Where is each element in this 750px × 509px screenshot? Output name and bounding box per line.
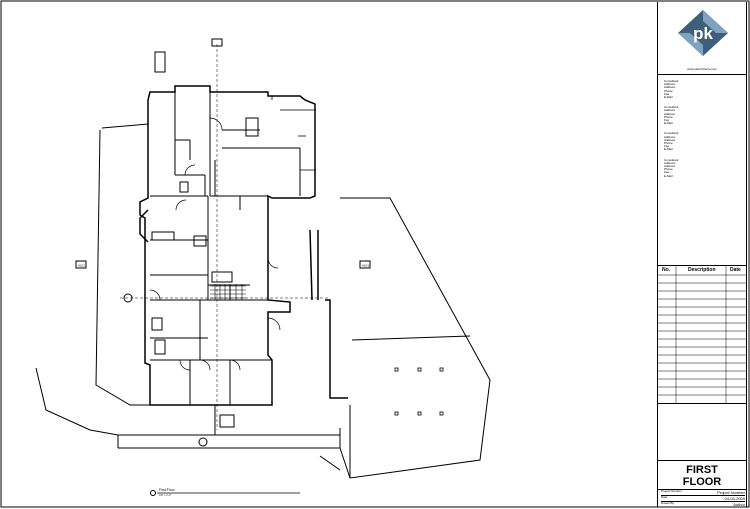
fixture <box>179 181 189 193</box>
fixture <box>193 235 207 247</box>
revision-table <box>658 265 746 403</box>
view-scale-text: 1/8" = 1'-0" <box>159 494 171 497</box>
project-number-value: Project Number <box>717 490 745 495</box>
project-number-label: Project Number <box>661 489 682 493</box>
building-outline <box>139 85 316 406</box>
date-value: 04-04-2009 <box>724 496 745 501</box>
project-info: Project Number Project Number Date 04-04… <box>661 489 745 507</box>
floor-plan <box>35 38 491 496</box>
rev-col-desc: Description <box>688 267 716 273</box>
fixture <box>154 339 166 355</box>
door-swings <box>149 117 281 371</box>
section-tag <box>359 260 371 269</box>
right-railing <box>309 229 348 399</box>
section-tag-label-right: A101 <box>362 264 369 268</box>
stair <box>210 284 246 300</box>
bay-window <box>139 209 149 243</box>
top-tag <box>211 38 223 47</box>
logo-letters: pk <box>693 24 713 43</box>
interior-walls <box>150 92 301 405</box>
section-tag-label-left: A101 <box>78 264 85 268</box>
drawn-by-value: Author <box>733 502 745 507</box>
fixture <box>245 117 259 137</box>
fixture <box>151 231 175 241</box>
divider <box>658 489 746 490</box>
front-walk <box>117 405 341 449</box>
grid-line <box>120 44 330 430</box>
elevation-marker <box>198 437 208 447</box>
elevation-marker <box>123 293 133 303</box>
rev-col-date: Date <box>730 267 741 273</box>
section-tag <box>75 260 87 269</box>
divider <box>658 74 746 75</box>
firm-logo: pk <box>678 10 728 56</box>
rev-col-no: No. <box>662 267 671 273</box>
fixture <box>211 271 233 283</box>
view-title-text: First Floor <box>159 488 176 492</box>
view-title-marker <box>150 490 156 496</box>
site-points <box>394 367 444 416</box>
entry-stoop <box>219 414 235 428</box>
date-label: Date <box>661 495 668 499</box>
divider <box>658 265 746 266</box>
site-lines <box>35 51 491 479</box>
porch <box>271 96 316 171</box>
divider <box>658 403 746 404</box>
website: www.pkarchitects.com <box>687 67 717 71</box>
divider <box>658 460 746 461</box>
drawn-by-label: Drawn By <box>661 501 675 505</box>
sheet-name: FIRST FLOOR <box>682 464 722 488</box>
fixture <box>151 317 163 331</box>
